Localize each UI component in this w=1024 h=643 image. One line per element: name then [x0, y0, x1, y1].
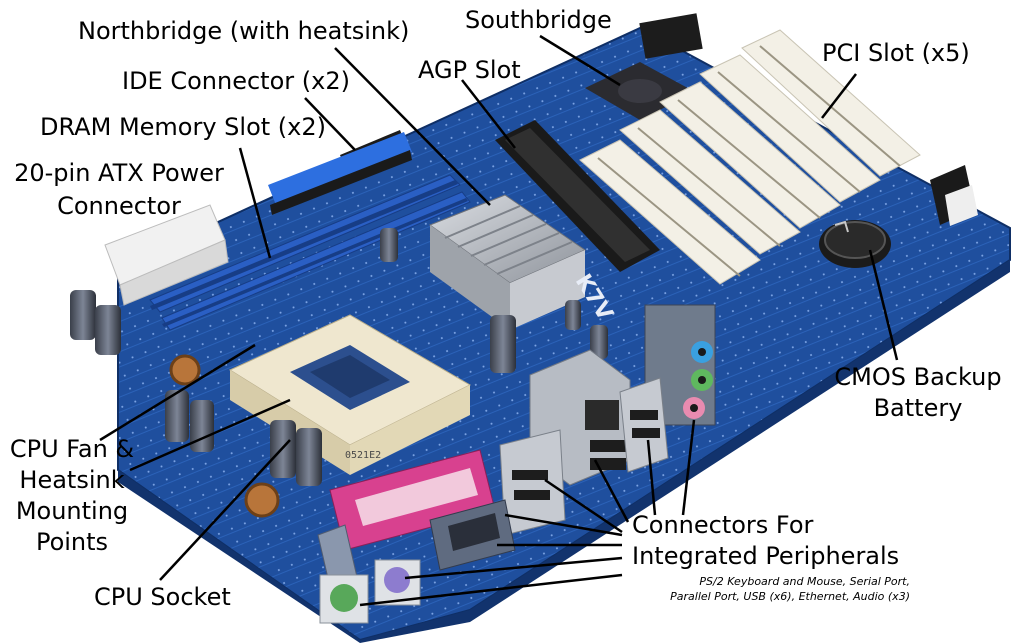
side-connector-white [945, 185, 978, 226]
leader-conn-5 [504, 513, 623, 537]
ide-connectors [268, 130, 412, 215]
label-cmos-line1: CMOS Backup [834, 363, 1002, 391]
label-cpu-socket: CPU Socket [94, 583, 231, 611]
label-atx-line2: Connector [57, 192, 181, 220]
label-northbridge: Northbridge (with heatsink) [78, 17, 410, 45]
leader-conn-1 [593, 459, 630, 523]
label-dram-slot: DRAM Memory Slot (x2) [40, 113, 326, 141]
label-connectors-line2: Integrated Peripherals [632, 542, 900, 570]
leader-cpu-socket [159, 439, 291, 581]
ethernet-usb-stack [499, 349, 669, 536]
peripherals-note-line1: PS/2 Keyboard and Mouse, Serial Port, [699, 575, 910, 588]
label-pci-slot: PCI Slot (x5) [822, 39, 970, 67]
pci-slots [579, 29, 921, 285]
chip-marking-text: 0521E2 [345, 450, 381, 461]
label-cpu-fan-line4: Points [35, 528, 109, 556]
inductor-coil [169, 354, 201, 386]
leader-conn-7 [404, 556, 623, 580]
leader-cmos [868, 249, 899, 361]
label-atx-power: 20-pin ATX Power Connector [4, 158, 234, 221]
leader-southbridge [539, 34, 621, 87]
peripherals-note: PS/2 Keyboard and Mouse, Serial Port, Pa… [610, 574, 910, 604]
leader-agp [461, 79, 516, 149]
label-cpu-fan-line1: CPU Fan & [9, 435, 135, 463]
label-southbridge: Southbridge [465, 6, 612, 34]
leader-conn-8 [359, 573, 623, 607]
label-cpu-fan-mounting: CPU Fan & Heatsink Mounting Points [0, 434, 144, 557]
agp-slot [495, 120, 660, 272]
ps2-ports [319, 559, 421, 624]
serial-port [429, 499, 516, 571]
leader-cpu-fan-2 [129, 398, 291, 472]
label-ide-connector: IDE Connector (x2) [122, 67, 350, 95]
leader-conn-3 [681, 419, 696, 516]
label-cpu-fan-line2: Heatsink [19, 466, 125, 494]
leader-ide [304, 97, 356, 151]
cmos-battery [819, 220, 891, 268]
label-connectors-line1: Connectors For [632, 511, 814, 539]
capacitors [70, 228, 608, 486]
top-header [639, 13, 703, 59]
leader-cpu-fan-1 [99, 343, 256, 442]
inductor-coil [244, 482, 280, 518]
peripherals-note-line2: Parallel Port, USB (x6), Ethernet, Audio… [670, 590, 910, 603]
leader-pci [821, 73, 857, 119]
label-cmos-line2: Battery [873, 394, 963, 422]
leader-dram [238, 147, 272, 259]
label-cpu-fan-line3: Mounting [15, 497, 129, 525]
label-cmos-battery: CMOS Backup Battery [818, 362, 1018, 423]
leader-conn-2 [646, 439, 657, 516]
leader-lines [99, 34, 899, 607]
label-agp-slot: AGP Slot [418, 56, 521, 84]
leader-northbridge [334, 47, 491, 206]
label-atx-line1: 20-pin ATX Power [14, 159, 224, 187]
dram-slots [149, 174, 471, 331]
leader-conn-4 [544, 478, 623, 534]
northbridge-heatsink [428, 194, 587, 330]
atx-power-connector [104, 204, 229, 306]
